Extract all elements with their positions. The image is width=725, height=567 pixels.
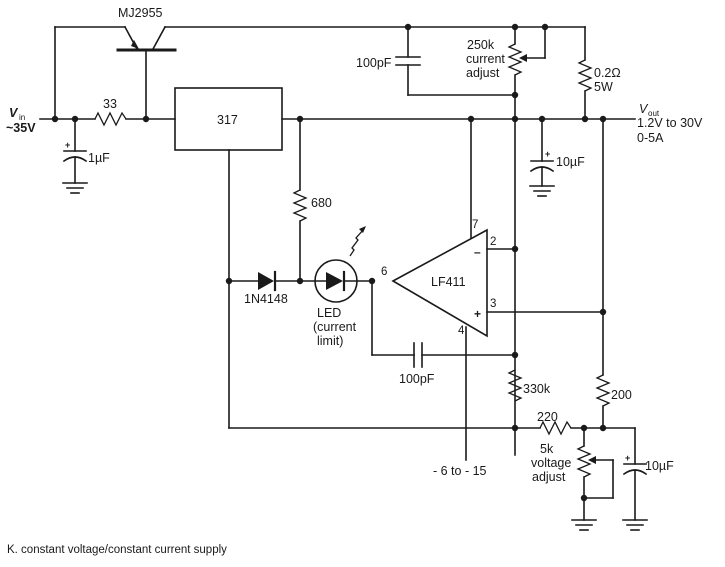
pot-250k-value: 250k <box>467 38 495 52</box>
regulator-label: 317 <box>217 113 238 127</box>
svg-text:+: + <box>65 140 70 150</box>
pin-4-label: 4 <box>458 325 465 337</box>
resistor-330k-label: 330k <box>523 382 551 396</box>
capacitor-10uf-bottom-label: 10µF <box>645 459 674 473</box>
capacitor-1uf-label: 1µF <box>88 151 110 165</box>
vout-current: 0-5A <box>637 131 664 145</box>
output-section: V out 1.2V to 30V 0-5A + 10µF <box>529 102 703 376</box>
transistor-label: MJ2955 <box>118 6 163 20</box>
pot-250k-line3: adjust <box>466 66 500 80</box>
opamp-lf411: LF411 – + 7 2 3 4 6 - 6 to - 15 <box>381 118 604 478</box>
led-label-line3: limit) <box>317 334 343 348</box>
pin-6-label: 6 <box>381 266 387 278</box>
resistor-33-label: 33 <box>103 97 117 111</box>
input-section: 33 V in ~35V + 1µF <box>6 97 176 194</box>
led-label-line2: (current <box>313 320 357 334</box>
opamp-minus: – <box>474 245 481 259</box>
vin-subscript: in <box>19 113 25 122</box>
svg-text:+: + <box>625 453 630 463</box>
resistor-200-label: 200 <box>611 388 632 402</box>
pot-5k-value: 5k <box>540 442 554 456</box>
sense-resistor-rating: 5W <box>594 80 613 94</box>
vout-symbol: V <box>639 102 649 116</box>
current-adjust-section: 100pF 250k current adjust 0.2Ω 5W <box>356 26 621 456</box>
regulator-317: 317 <box>174 87 636 429</box>
pot-250k-line2: current <box>466 52 505 66</box>
pot-5k-line2: voltage <box>531 456 571 470</box>
resistor-680-label: 680 <box>311 196 332 210</box>
opamp-plus: + <box>474 307 481 321</box>
limit-section: 680 1N4148 LED (current limit) <box>228 118 373 348</box>
vin-value: ~35V <box>6 121 36 135</box>
sense-resistor-value: 0.2Ω <box>594 66 621 80</box>
capacitor-100pf-top-label: 100pF <box>356 56 392 70</box>
diode-label: 1N4148 <box>244 292 288 306</box>
feedback-cap: 100pF <box>371 280 516 386</box>
voltage-adjust-section: 330k 200 220 5k voltage adjust + 10µF <box>228 369 674 531</box>
led-label-line1: LED <box>317 306 341 320</box>
negative-supply-label: - 6 to - 15 <box>433 464 487 478</box>
svg-text:+: + <box>545 149 550 159</box>
pin-3-label: 3 <box>490 298 496 310</box>
vout-subscript: out <box>648 109 660 118</box>
resistor-220-label: 220 <box>537 410 558 424</box>
vin-symbol: V <box>9 106 19 120</box>
pin-2-label: 2 <box>490 236 496 248</box>
junction-dots <box>51 23 607 502</box>
vout-range: 1.2V to 30V <box>637 116 703 130</box>
diagram-caption: K. constant voltage/constant current sup… <box>7 544 227 556</box>
capacitor-10uf-output-label: 10µF <box>556 155 585 169</box>
pot-5k-line3: adjust <box>532 470 566 484</box>
top-rail-wires <box>54 26 586 120</box>
transistor-mj2955: MJ2955 <box>116 6 177 120</box>
capacitor-100pf-feedback-label: 100pF <box>399 372 435 386</box>
pin-7-label: 7 <box>472 219 478 231</box>
opamp-label: LF411 <box>431 275 466 289</box>
